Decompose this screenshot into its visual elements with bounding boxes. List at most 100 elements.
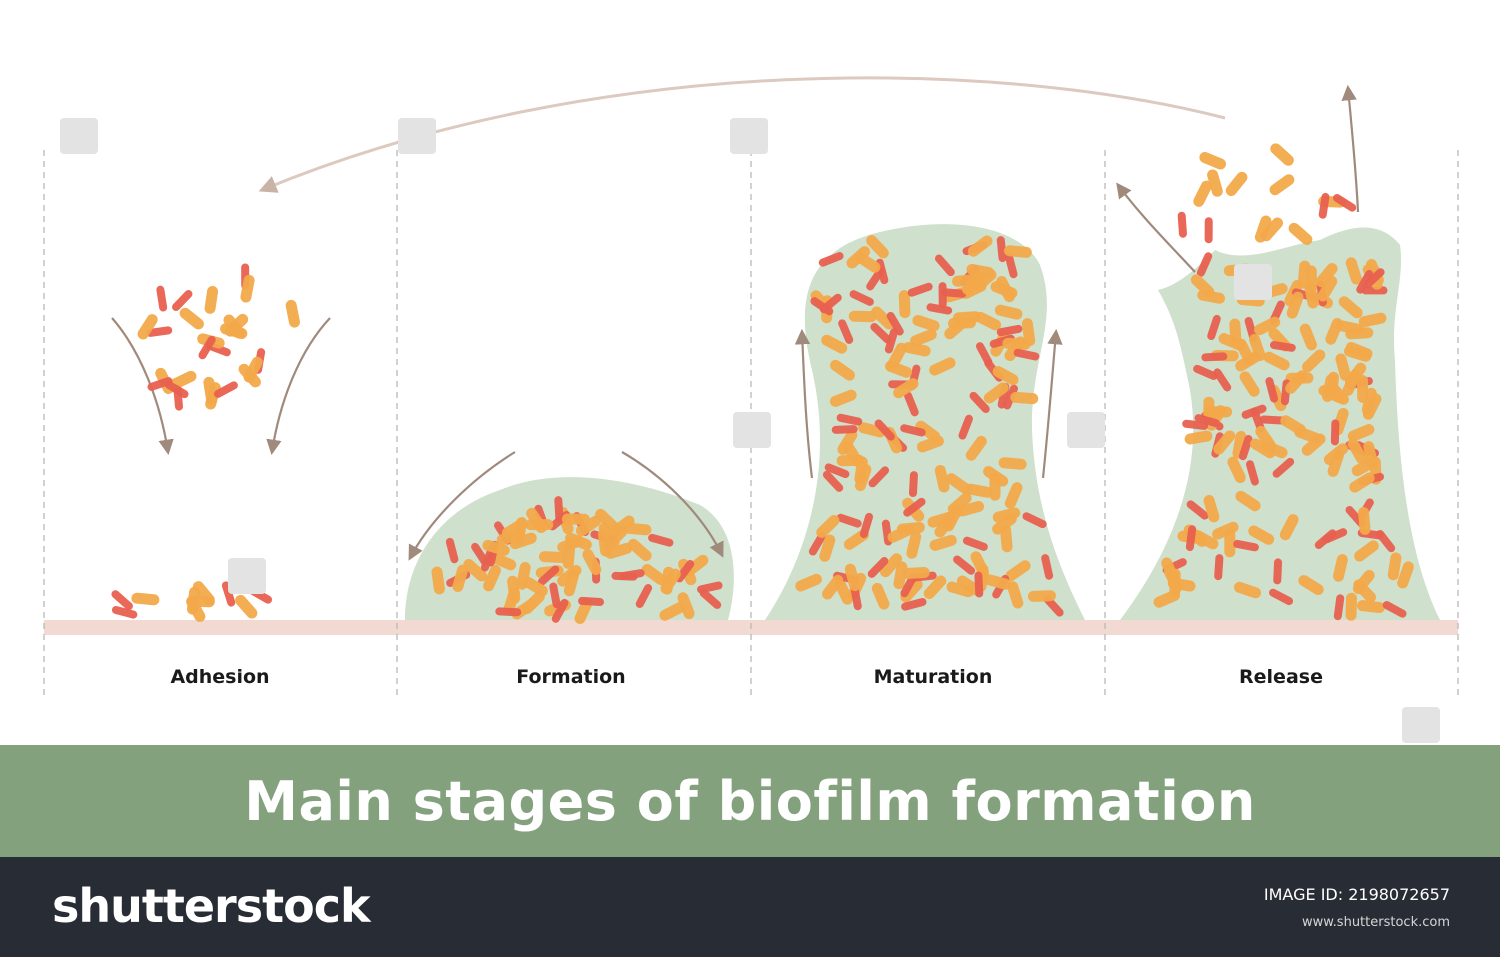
bacterium [204, 285, 219, 314]
bacterium [1177, 211, 1187, 238]
bacterium [604, 542, 633, 559]
bacterium [818, 252, 844, 267]
stock-url: www.shutterstock.com [1301, 915, 1450, 930]
bacterium [901, 597, 927, 611]
bacterium [1333, 554, 1348, 582]
bacterium [1201, 352, 1228, 362]
image-id: IMAGE ID: 2198072657 [1263, 885, 1450, 904]
bacterium [906, 531, 922, 559]
bacterium [1318, 192, 1330, 219]
bacterium [1235, 351, 1261, 372]
bacterium [1254, 215, 1272, 243]
bacterium [831, 425, 858, 434]
bacterium [1356, 269, 1374, 294]
bacterium [808, 532, 826, 556]
bacterium [967, 235, 993, 257]
bacterium [147, 377, 173, 391]
bacterium [240, 274, 255, 303]
bacterium [1317, 275, 1338, 302]
bacterium [1280, 415, 1306, 436]
bacterium [1301, 433, 1326, 456]
bacterium [996, 324, 1023, 337]
bacterium [648, 533, 674, 547]
stage-label-maturation: Maturation [873, 666, 993, 688]
bacterium [1213, 368, 1232, 392]
bacterium [945, 473, 971, 494]
bacterium [1286, 291, 1304, 319]
bacterium [1279, 514, 1299, 541]
bacterium [887, 342, 907, 369]
bacterium [1249, 438, 1276, 459]
bacterium [898, 290, 911, 319]
bacterium [156, 285, 168, 312]
bacterium [1010, 391, 1039, 405]
watermark-icons [60, 118, 1440, 743]
bacterium [495, 607, 522, 617]
bacterium [1318, 385, 1345, 404]
bacterium [929, 534, 957, 551]
bacterium [908, 471, 918, 498]
bacterium [1273, 558, 1283, 585]
bacterium [549, 582, 561, 609]
bacterium [482, 539, 510, 556]
bacterium [627, 538, 652, 562]
bacterium [819, 293, 842, 314]
bacterium [855, 252, 881, 273]
bacterium [974, 571, 984, 598]
bacterium [821, 334, 848, 354]
bacterium [1335, 353, 1351, 381]
bacterium [1164, 566, 1183, 593]
stage-label-release: Release [1239, 666, 1323, 688]
bacterium [975, 342, 993, 367]
bacterium [1227, 456, 1246, 484]
bacterium [221, 581, 236, 607]
bacterium [1315, 263, 1338, 288]
bacterium [983, 382, 1009, 404]
bacterium [903, 497, 926, 517]
bacterium [111, 605, 138, 619]
bacterium [598, 528, 612, 557]
bacterium [893, 561, 908, 590]
bacterium [1204, 406, 1233, 418]
bacterium [582, 549, 602, 576]
bacterium [866, 235, 889, 259]
bacterium [947, 317, 976, 330]
bacterium [635, 584, 653, 608]
bacterium [659, 601, 686, 621]
bacterium [886, 311, 904, 336]
bacterium [934, 464, 950, 493]
bacterium [235, 594, 258, 619]
bacterium [871, 306, 895, 330]
bacterium [146, 326, 173, 337]
bacterium [910, 329, 937, 347]
bacterium [1269, 174, 1295, 196]
bacterium [1196, 252, 1213, 277]
bacterium [859, 512, 874, 539]
bacterium [179, 307, 204, 330]
bacterium [992, 366, 1019, 386]
bacterium [884, 328, 898, 354]
bacterium [819, 534, 836, 562]
bacterium [1004, 252, 1018, 279]
bacterium [994, 304, 1023, 320]
stage-dividers [43, 150, 1459, 695]
bacterium [137, 314, 158, 340]
bacterium [893, 378, 919, 399]
bacterium [660, 568, 681, 594]
biofilm-diagram [43, 76, 1459, 743]
bacterium [516, 561, 531, 590]
bacterium [1347, 424, 1375, 442]
bacterium [1213, 430, 1236, 455]
bacterium [822, 574, 844, 600]
bacterium [1203, 494, 1220, 523]
bacterium [677, 592, 695, 620]
bacterium [1358, 312, 1387, 328]
bacterium [912, 314, 940, 332]
stage-label-adhesion: Adhesion [170, 666, 270, 688]
bacterium [1314, 529, 1337, 550]
bacterium [1361, 387, 1377, 416]
bacterium [1229, 318, 1242, 347]
bacterium [1153, 589, 1181, 608]
bacterium [816, 515, 840, 538]
bacterium [1259, 415, 1286, 425]
